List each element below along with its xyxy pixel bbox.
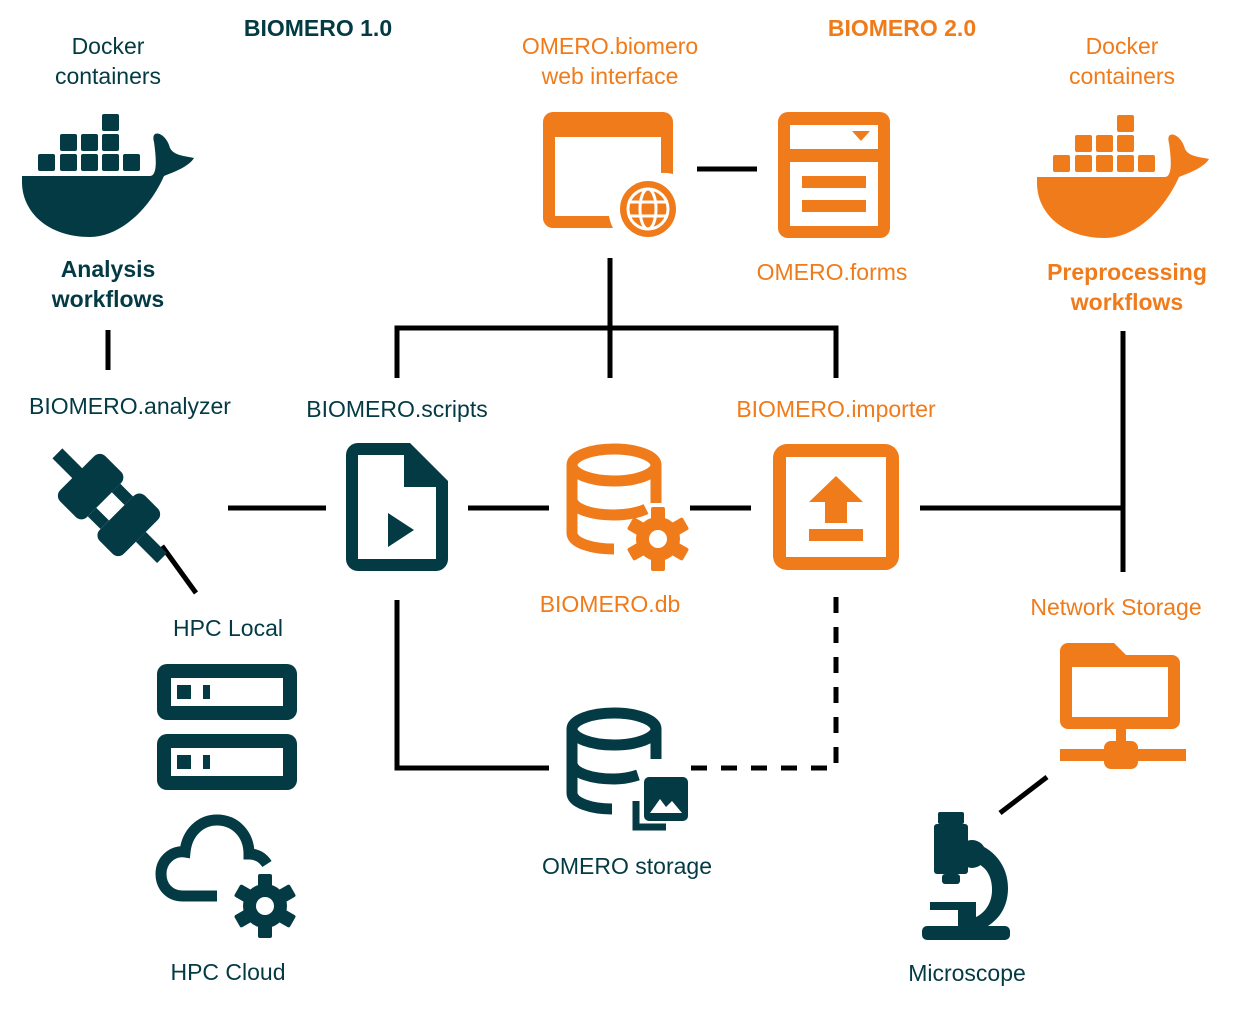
connector-scripts-storage — [394, 600, 549, 771]
web-interface-label: OMERO.biomero web interface — [521, 33, 699, 89]
docker-right-caption: Docker containers — [1068, 33, 1176, 89]
heading-biomero-1: BIOMERO 1.0 — [243, 15, 393, 41]
scripts-label: BIOMERO.scripts — [306, 396, 488, 422]
upload-icon — [773, 444, 899, 570]
server-icon — [157, 664, 297, 790]
forms-label: OMERO.forms — [756, 259, 908, 285]
docker-whale-icon — [22, 114, 194, 237]
connector-network-microscope — [998, 775, 1049, 815]
browser-globe-icon — [543, 112, 676, 237]
docker-left-caption: Docker containers — [54, 33, 162, 89]
network-storage-label: Network Storage — [1030, 594, 1202, 620]
heading-biomero-2: BIOMERO 2.0 — [827, 15, 977, 41]
omero-storage-label: OMERO storage — [542, 853, 712, 879]
microscope-icon — [922, 812, 1010, 940]
hpc-cloud-label: HPC Cloud — [170, 959, 286, 985]
docker-left-title: Analysis workflows — [51, 256, 165, 312]
connector-importer-storage-dashed — [690, 597, 839, 771]
hpc-local-label: HPC Local — [173, 615, 283, 641]
microscope-label: Microscope — [908, 960, 1026, 986]
cloud-gear-icon — [155, 814, 296, 938]
database-gear-icon — [566, 443, 689, 571]
connector-bracket — [394, 325, 839, 378]
db-label: BIOMERO.db — [539, 591, 681, 617]
docker-right-title: Preprocessing workflows — [1047, 259, 1207, 315]
form-icon — [778, 112, 890, 238]
importer-label: BIOMERO.importer — [736, 396, 936, 422]
script-file-icon — [346, 443, 448, 571]
database-image-icon — [566, 707, 688, 831]
analyzer-label: BIOMERO.analyzer — [29, 393, 231, 419]
plug-icon — [52, 448, 167, 563]
docker-whale-icon — [1037, 115, 1209, 238]
connector-plug-hpc — [159, 544, 199, 595]
network-folder-icon — [1060, 643, 1186, 769]
